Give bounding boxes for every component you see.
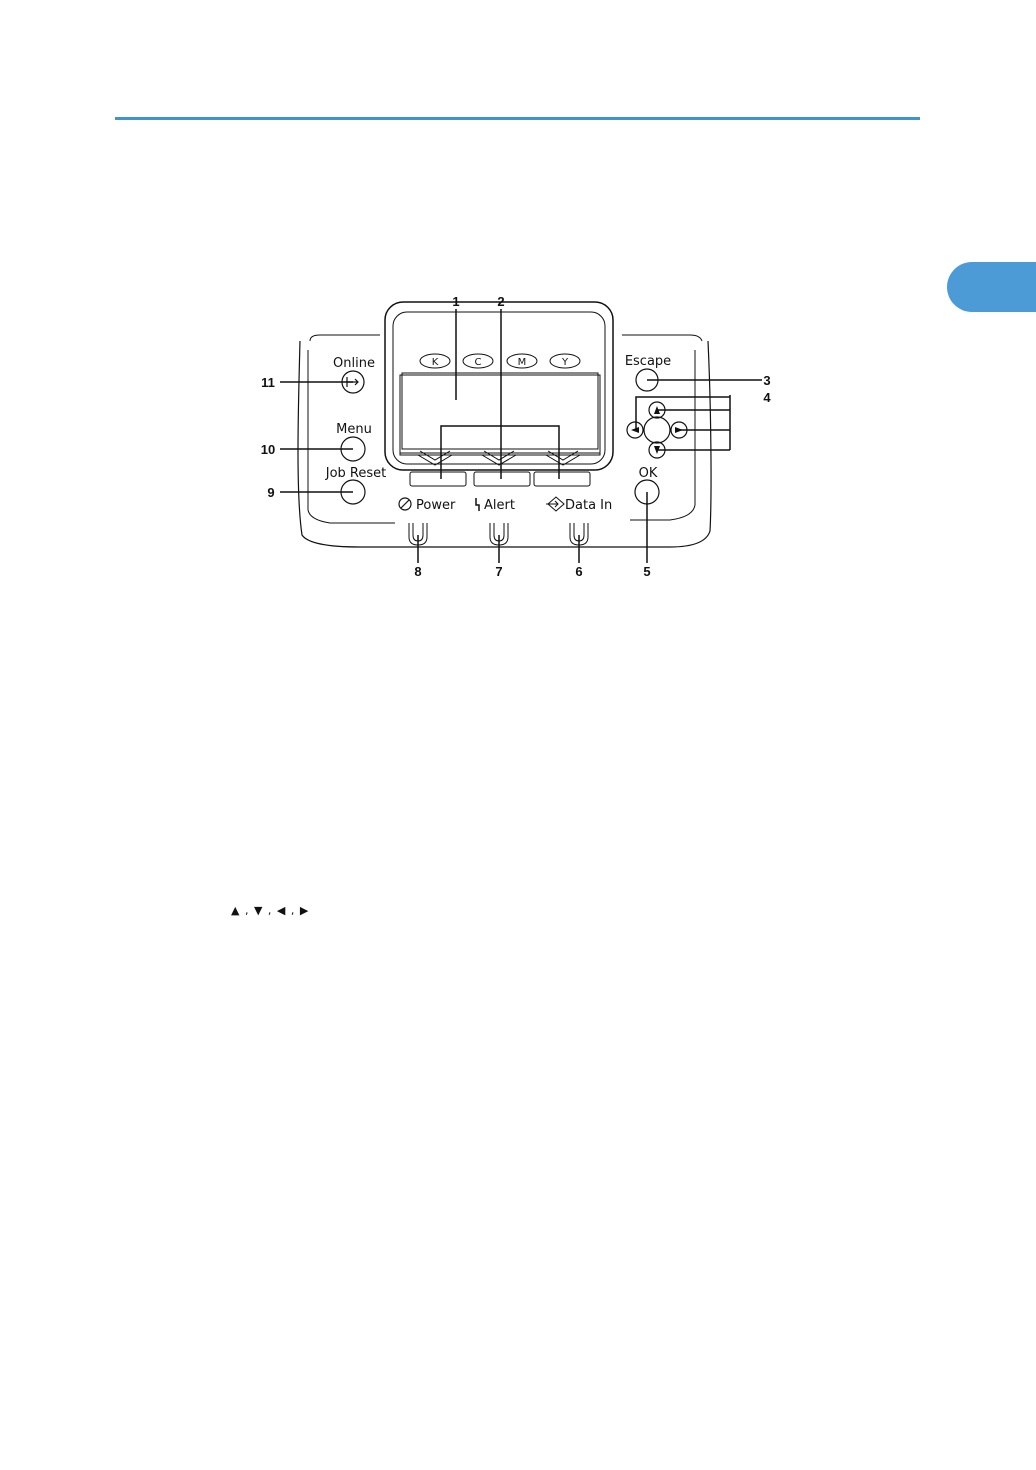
callout-5: 5 xyxy=(643,564,650,579)
callout-11: 11 xyxy=(261,375,275,390)
ok-label: OK xyxy=(639,466,658,481)
callout-1: 1 xyxy=(452,295,459,309)
ink-k: K xyxy=(432,357,439,368)
ink-c: C xyxy=(475,357,482,368)
alert-icon xyxy=(476,498,479,511)
center-button[interactable] xyxy=(644,417,670,443)
arrow-keys-text: ▲ , ▼ , ◀ , ▶ xyxy=(231,904,309,917)
left-arrow-icon xyxy=(631,427,639,433)
callout-3: 3 xyxy=(763,373,770,388)
escape-label: Escape xyxy=(625,354,671,369)
ink-m: M xyxy=(518,357,527,368)
callout-8: 8 xyxy=(414,564,421,579)
callout-10: 10 xyxy=(261,442,275,457)
callout-2: 2 xyxy=(497,295,504,309)
menu-label: Menu xyxy=(336,422,372,437)
control-panel-figure: K C M Y Online Menu Job Reset Esc xyxy=(250,295,790,580)
ink-y: Y xyxy=(561,357,569,368)
header-rule xyxy=(115,117,920,120)
data-in-icon xyxy=(546,497,564,511)
selection-keys[interactable] xyxy=(410,472,590,486)
callout-9: 9 xyxy=(267,485,274,500)
callout-7: 7 xyxy=(495,564,502,579)
callout-4: 4 xyxy=(763,390,771,405)
chapter-tab xyxy=(947,262,1036,312)
data-in-label: Data In xyxy=(565,498,612,513)
job-reset-label: Job Reset xyxy=(325,466,387,481)
online-label: Online xyxy=(333,356,375,371)
ink-indicators: K C M Y xyxy=(420,354,580,368)
alert-label: Alert xyxy=(484,498,515,513)
callout-6: 6 xyxy=(575,564,582,579)
power-label: Power xyxy=(416,498,456,513)
